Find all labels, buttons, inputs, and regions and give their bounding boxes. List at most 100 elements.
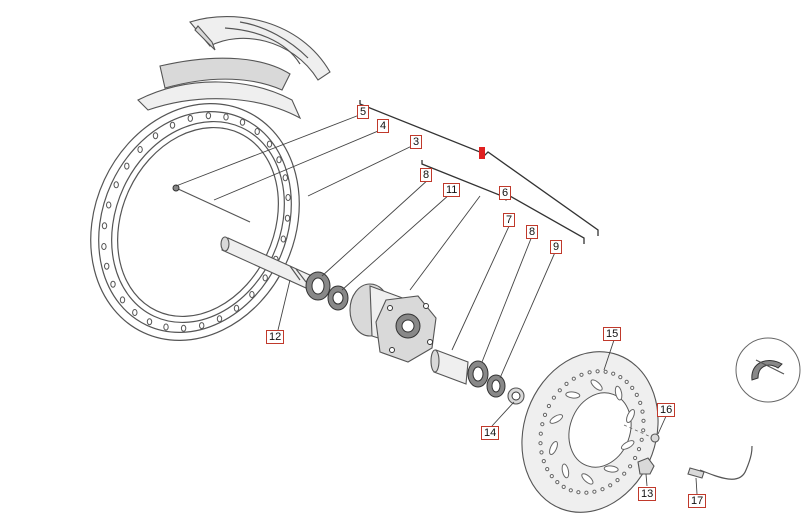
disc-hole — [641, 428, 646, 433]
rim-hole — [104, 262, 110, 270]
spacer — [430, 349, 469, 385]
disc-slot — [581, 473, 594, 485]
callout-11[interactable]: 11 — [443, 183, 461, 197]
disc-slot — [590, 379, 603, 391]
callout-8-right[interactable]: 8 — [526, 225, 539, 239]
disc-hole — [587, 370, 592, 375]
rim-hole — [205, 112, 212, 120]
callout-15[interactable]: 15 — [603, 327, 622, 341]
rim-hole — [169, 121, 176, 129]
rim-hole — [137, 146, 143, 153]
rim-hole — [249, 291, 255, 298]
cable-clip-inset — [735, 337, 801, 403]
disc-hole — [611, 371, 616, 376]
disc-hole — [546, 403, 552, 409]
callout-14[interactable]: 14 — [481, 426, 500, 440]
rim-hole — [262, 274, 268, 282]
disc-slot — [620, 440, 635, 450]
leader-lines — [175, 113, 698, 495]
callout-6[interactable]: 6 — [499, 186, 512, 200]
rim-hole — [239, 118, 246, 126]
disc-slot — [549, 440, 558, 456]
disc-hole — [540, 422, 545, 427]
disc-hole — [628, 464, 633, 469]
callout-8-left[interactable]: 8 — [420, 168, 433, 182]
disc-slot — [603, 465, 619, 473]
disc-hole — [622, 471, 627, 476]
rim-tape — [137, 81, 302, 120]
rim-hole — [285, 194, 291, 201]
hub — [349, 283, 437, 363]
callout-17[interactable]: 17 — [688, 494, 707, 508]
rim-hole — [276, 156, 282, 164]
callout-1[interactable]: 1 — [479, 147, 485, 159]
rim-hole — [282, 174, 288, 182]
disc-hole — [549, 474, 554, 479]
callout-16[interactable]: 16 — [657, 403, 676, 417]
disc-hole — [568, 488, 573, 493]
disc-hole — [579, 372, 584, 377]
seal — [486, 374, 506, 398]
disc-hole — [541, 459, 546, 464]
disc-hole — [640, 409, 645, 414]
group-brace-1 — [359, 100, 599, 236]
disc-hole — [636, 447, 642, 452]
callout-12[interactable]: 12 — [266, 330, 285, 344]
rim-hole — [163, 323, 169, 331]
rim-hole — [254, 128, 260, 135]
disc-slot — [549, 414, 564, 424]
rim-hole — [280, 235, 286, 243]
rim-hole — [199, 322, 205, 330]
bearing-left — [305, 271, 331, 301]
rim-hole — [180, 324, 187, 332]
callout-3[interactable]: 3 — [410, 135, 423, 149]
disc-hole — [638, 400, 643, 405]
callout-4[interactable]: 4 — [377, 119, 390, 133]
disc-vent-holes — [538, 369, 646, 495]
disc-slot — [614, 385, 623, 401]
rim-hole — [132, 309, 138, 316]
rim-hole — [101, 222, 108, 230]
disc-hole — [595, 369, 600, 374]
disc-hole — [564, 381, 569, 386]
disc-hole — [576, 490, 581, 495]
axle-nut — [637, 457, 655, 475]
rim-hole — [119, 296, 126, 304]
spoke — [172, 184, 251, 223]
rim-hole — [124, 162, 130, 170]
bearing-11 — [327, 285, 349, 311]
rim-hole — [113, 181, 119, 189]
group-brace-6 — [421, 160, 585, 244]
rim-hole — [101, 243, 107, 250]
disc-hole — [639, 437, 644, 442]
brake-disc — [521, 351, 659, 513]
bearing-right — [467, 360, 489, 388]
rim-hole — [266, 140, 273, 148]
callout-5[interactable]: 5 — [357, 105, 370, 119]
disc-hole — [603, 369, 608, 374]
callout-13[interactable]: 13 — [638, 487, 657, 501]
speed-sensor-cable — [687, 445, 753, 480]
disc-hole — [618, 375, 623, 380]
disc-hole — [615, 478, 620, 483]
disc-hole — [584, 490, 589, 495]
disc-hole — [571, 376, 576, 381]
disc-hole — [555, 480, 560, 485]
rim-hole — [216, 315, 223, 323]
rim-hole — [233, 304, 240, 312]
disc-bolt — [623, 424, 660, 443]
callout-7[interactable]: 7 — [503, 213, 516, 227]
disc-hole — [608, 483, 613, 488]
callout-9[interactable]: 9 — [550, 240, 563, 254]
disc-hole — [633, 455, 638, 461]
disc-hole — [538, 431, 543, 436]
rim-hole — [284, 214, 291, 222]
rim-hole — [146, 318, 153, 326]
disc-hole — [539, 450, 544, 455]
rim-spoke-holes — [101, 112, 291, 332]
disc-hole — [624, 379, 629, 384]
rim-hole — [223, 113, 229, 121]
disc-hole — [641, 418, 646, 423]
